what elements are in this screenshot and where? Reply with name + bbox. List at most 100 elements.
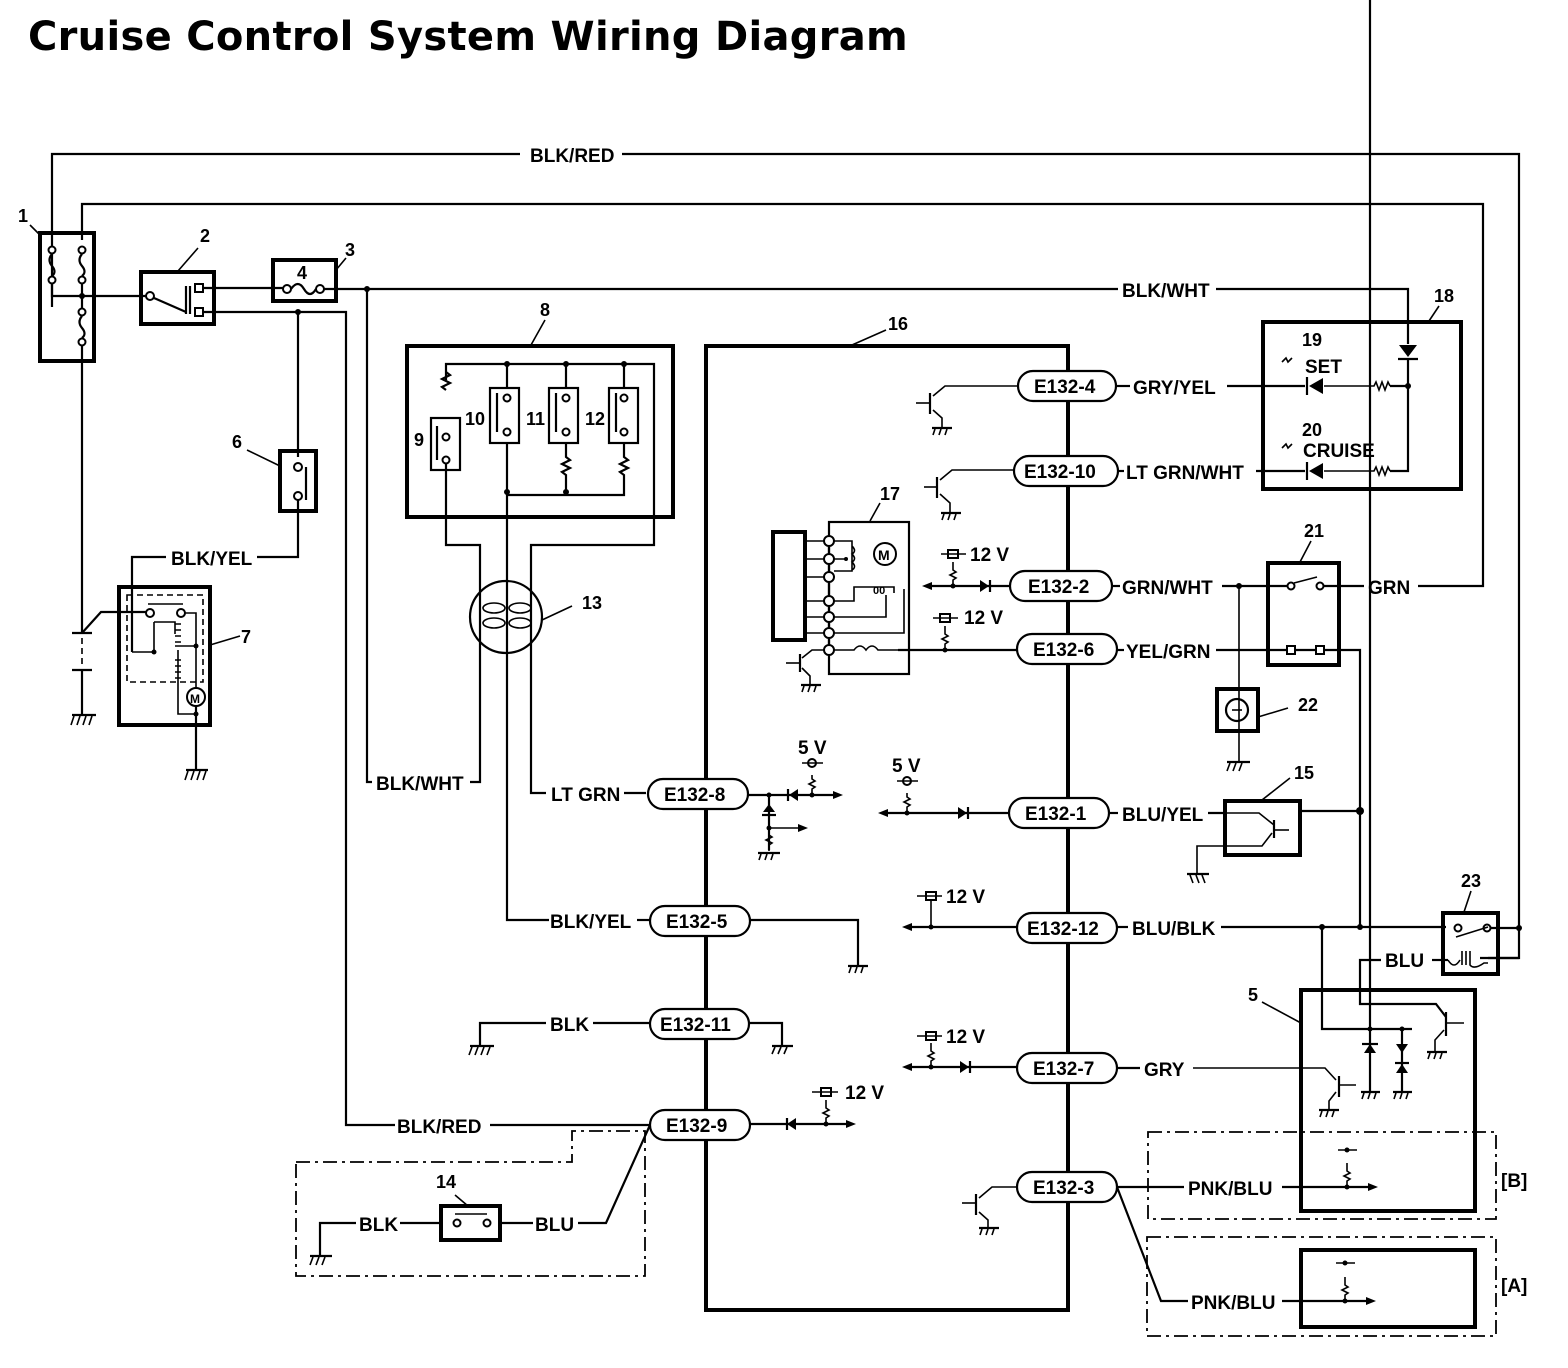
component-number: 16 bbox=[888, 314, 908, 334]
switch-6: 6 BLK/YEL bbox=[130, 432, 318, 652]
component-number: 3 bbox=[345, 240, 355, 260]
wire-label: BLK/WHT bbox=[376, 774, 464, 795]
transistor-e132-4 bbox=[916, 385, 1018, 436]
wire-label: GRN bbox=[1368, 578, 1410, 599]
pin-e132-12: E132-12 bbox=[1015, 911, 1119, 945]
pin-label: E132-2 bbox=[1028, 577, 1089, 598]
circuit-e132-1: 5 V bbox=[878, 756, 1009, 819]
circuit-e132-5 bbox=[750, 918, 868, 974]
indicator-number: 19 bbox=[1302, 330, 1322, 350]
wire-label: BLU/BLK bbox=[1132, 919, 1216, 940]
pin-label: E132-8 bbox=[664, 785, 725, 806]
wire-grn-top bbox=[80, 202, 1485, 588]
pin-label: E132-3 bbox=[1033, 1178, 1094, 1199]
ground-wire-e132-11: BLK bbox=[468, 1015, 793, 1056]
voltage-label: 5 V bbox=[798, 738, 827, 759]
pin-label: E132-10 bbox=[1024, 462, 1096, 483]
pin-e132-5: E132-5 bbox=[648, 904, 752, 938]
component-22: 22 bbox=[1215, 687, 1318, 772]
component-number: 18 bbox=[1434, 286, 1454, 306]
circuit-e132-7: 12 V bbox=[902, 1027, 1017, 1073]
speed-sensor-15: BLU/YEL 15 bbox=[1109, 763, 1364, 884]
switch-number: 12 bbox=[585, 409, 605, 429]
cruise-cancel-switch-14: 14 BLK BLU bbox=[295, 1124, 652, 1277]
circuit-e132-9: 12 V bbox=[750, 1083, 884, 1130]
wire-blk-red-bottom: BLK/RED bbox=[397, 1117, 650, 1138]
pin-label: E132-4 bbox=[1034, 377, 1096, 398]
component-number: 22 bbox=[1298, 695, 1318, 715]
voltage-label: 12 V bbox=[964, 608, 1003, 629]
switch-number: 10 bbox=[465, 409, 485, 429]
wire-gry-yel: GRY/YEL bbox=[1116, 378, 1305, 399]
actuator-17: 17 M 00 bbox=[771, 484, 911, 693]
circuit-e132-8: 5 V bbox=[748, 738, 843, 861]
pin-e132-3: E132-3 bbox=[1015, 1170, 1119, 1204]
component-number: 23 bbox=[1461, 871, 1481, 891]
module-5: 5 GRY bbox=[1117, 0, 1477, 1213]
switch-number: 11 bbox=[526, 409, 545, 429]
wire-label: BLK/RED bbox=[530, 146, 614, 167]
wire-label: BLK bbox=[550, 1015, 589, 1036]
wire-yel-grn: YEL/GRN bbox=[1117, 642, 1287, 663]
circuit-e132-6: 12 V bbox=[898, 608, 1017, 653]
indicator-cluster-18: 18 19 SET 20 CRUISE bbox=[1261, 286, 1463, 491]
wire-label: BLK/WHT bbox=[1122, 281, 1210, 302]
pin-label: E132-11 bbox=[660, 1015, 731, 1036]
clutch-switch-21: 21 GRN bbox=[1266, 521, 1410, 927]
component-number: 14 bbox=[436, 1172, 456, 1192]
wire-blu-blk: BLU/BLK bbox=[1117, 919, 1446, 1031]
wire-label: BLU bbox=[1385, 951, 1424, 972]
pin-e132-9: E132-9 bbox=[648, 1108, 752, 1142]
clock-spring-13: 13 bbox=[468, 579, 602, 655]
wire-label: BLK/RED bbox=[397, 1117, 481, 1138]
wire-label: LT GRN bbox=[551, 785, 620, 806]
component-number: 4 bbox=[297, 263, 307, 283]
component-number: 6 bbox=[232, 432, 242, 452]
wire-grn-wht: GRN/WHT bbox=[1112, 578, 1287, 762]
pin-e132-6: E132-6 bbox=[1015, 632, 1119, 666]
wire-label: BLU bbox=[535, 1215, 574, 1236]
starter-motor-7: M 7 bbox=[117, 585, 251, 781]
indicator-label-cruise: CRUISE bbox=[1303, 441, 1375, 462]
transistor-e132-10 bbox=[924, 469, 1014, 521]
voltage-label: 12 V bbox=[946, 1027, 985, 1048]
component-number: 8 bbox=[540, 300, 550, 320]
fuse-box-1: 1 bbox=[18, 206, 146, 630]
variant-a: [A] PNK/BLU bbox=[1115, 1186, 1527, 1337]
wire-label: BLK bbox=[359, 1215, 398, 1236]
indicator-number: 20 bbox=[1302, 420, 1322, 440]
switch-number: 9 bbox=[414, 430, 424, 450]
component-number: 7 bbox=[241, 627, 251, 647]
variant-label: [B] bbox=[1501, 1171, 1527, 1192]
wire-label: GRY/YEL bbox=[1133, 378, 1216, 399]
voltage-label: 12 V bbox=[970, 545, 1009, 566]
component-number: 2 bbox=[200, 226, 210, 246]
wire-label: PNK/BLU bbox=[1188, 1179, 1272, 1200]
component-number: 13 bbox=[582, 593, 602, 613]
ignition-switch-2: 2 bbox=[139, 226, 395, 1127]
battery bbox=[70, 610, 148, 726]
pin-label: E132-6 bbox=[1033, 640, 1094, 661]
pin-label: E132-9 bbox=[666, 1116, 727, 1137]
pin-e132-4: E132-4 bbox=[1016, 369, 1118, 403]
pin-e132-10: E132-10 bbox=[1012, 454, 1120, 488]
component-number: 5 bbox=[1248, 985, 1258, 1005]
wire-label: YEL/GRN bbox=[1126, 642, 1210, 663]
pin-label: E132-5 bbox=[666, 912, 728, 933]
wire-label: BLU/YEL bbox=[1122, 805, 1204, 826]
indicator-label-set: SET bbox=[1305, 357, 1342, 378]
pin-label: E132-12 bbox=[1027, 919, 1099, 940]
pin-label: E132-1 bbox=[1025, 804, 1087, 825]
voltage-label: 5 V bbox=[892, 756, 921, 777]
variant-b: [B] PNK/BLU bbox=[1117, 1131, 1527, 1220]
wire-label: BLK/YEL bbox=[550, 912, 632, 933]
transistor-e132-3 bbox=[962, 1186, 1017, 1236]
component-number: 15 bbox=[1294, 763, 1314, 783]
circuit-e132-12: 12 V bbox=[902, 887, 1017, 931]
circuit-e132-2: 12 V bbox=[922, 545, 1010, 592]
voltage-label: 12 V bbox=[946, 887, 985, 908]
motor-symbol: M bbox=[878, 547, 890, 563]
wire-label: GRN/WHT bbox=[1122, 578, 1213, 599]
variant-label: [A] bbox=[1501, 1276, 1527, 1297]
